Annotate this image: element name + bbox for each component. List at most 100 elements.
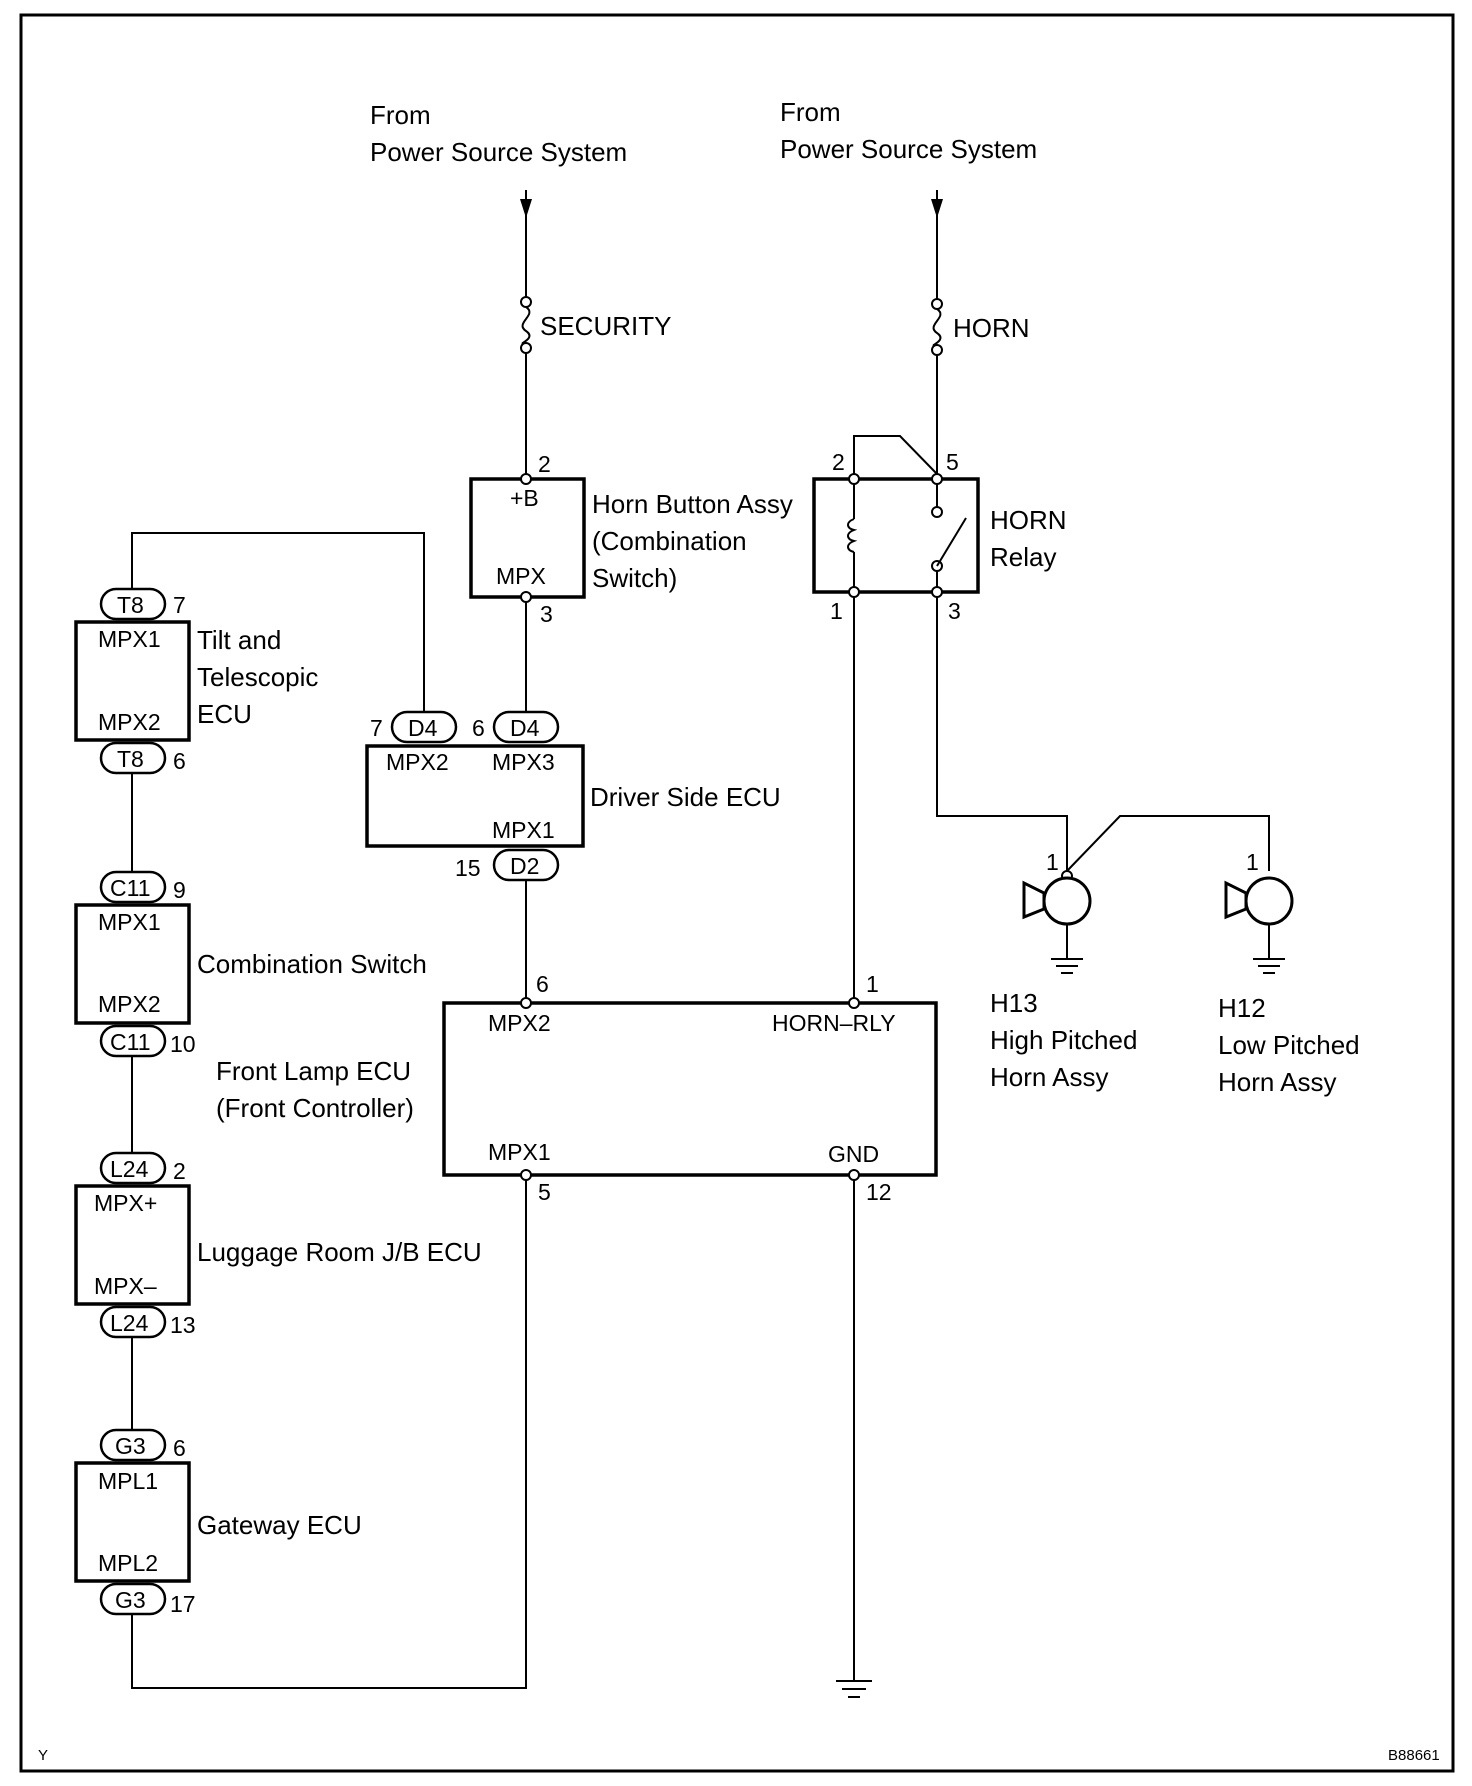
source-left-line1: From [370, 100, 431, 130]
low-pitched-horn: 1 H12 Low Pitched Horn Assy [1218, 849, 1360, 1097]
component-label: Horn Assy [990, 1062, 1109, 1092]
terminal-label: GND [828, 1141, 879, 1167]
component-label: High Pitched [990, 1025, 1137, 1055]
tilt-telescopic-ecu: T8 7 MPX1 MPX2 Tilt and Telescopic ECU T… [74, 587, 318, 775]
pin-label: 6 [173, 1435, 186, 1461]
connector-tag: D4 [408, 715, 438, 741]
component-label: (Combination [592, 526, 747, 556]
ground-icon [1253, 958, 1285, 974]
component-code: H13 [990, 988, 1038, 1018]
component-label: Horn Button Assy [592, 489, 793, 519]
source-right-line1: From [780, 97, 841, 127]
pin-label: 17 [170, 1591, 196, 1617]
ground-icon [836, 1680, 872, 1698]
connector-tag: C11 [110, 875, 151, 901]
connector-tag: L24 [110, 1156, 149, 1182]
component-label: Relay [990, 542, 1056, 572]
component-code: H12 [1218, 993, 1266, 1023]
power-source-right: From Power Source System [780, 97, 1037, 218]
horn-relay: 2 5 1 3 HORN Relay [812, 435, 1067, 624]
component-label: Telescopic [197, 662, 318, 692]
relay-coil-icon [847, 518, 858, 553]
terminal-label: MPX– [94, 1273, 157, 1299]
pin-label: 10 [170, 1031, 196, 1057]
component-label: ECU [197, 699, 252, 729]
source-left-line2: Power Source System [370, 137, 627, 167]
gateway-ecu: G3 6 MPL1 MPL2 Gateway ECU G3 17 [74, 1428, 362, 1617]
combination-switch: C11 9 MPX1 MPX2 Combination Switch C11 1… [74, 870, 427, 1058]
pin-label: 1 [1246, 849, 1259, 875]
pin-label: 6 [173, 748, 186, 774]
connector-tag: L24 [110, 1310, 149, 1336]
terminal-label: MPX1 [98, 909, 161, 935]
terminal-label: MPX2 [488, 1010, 551, 1036]
terminal-label: MPX1 [492, 817, 555, 843]
front-lamp-ecu: 6 1 5 12 MPX2 HORN–RLY MPX1 GND Front La… [216, 971, 938, 1205]
pin-label: 3 [948, 598, 961, 624]
component-label: Low Pitched [1218, 1030, 1360, 1060]
connector-tag: D2 [510, 853, 539, 879]
terminal-label: MPL2 [98, 1550, 158, 1576]
pin-label: 9 [173, 877, 186, 903]
pin-label: 15 [455, 855, 481, 881]
footer-left-code: Y [38, 1747, 48, 1764]
terminal-label: MPX1 [488, 1139, 551, 1165]
fuse-horn-label: HORN [953, 313, 1030, 343]
connector-tag: D4 [510, 715, 540, 741]
pin-label: 5 [538, 1179, 551, 1205]
terminal-label: MPX+ [94, 1190, 157, 1216]
connector-tag: G3 [115, 1587, 146, 1613]
driver-side-ecu: D4 7 D4 6 MPX2 MPX3 MPX1 Driver Side ECU… [365, 710, 781, 882]
power-source-left: From Power Source System [370, 100, 627, 218]
diagram-frame [19, 13, 1455, 1773]
component-label: Switch) [592, 563, 677, 593]
component-label: (Front Controller) [216, 1093, 414, 1123]
pin-label: 7 [173, 592, 186, 618]
connector-tag: C11 [110, 1029, 151, 1055]
pin-label: 3 [540, 601, 553, 627]
component-label: Front Lamp ECU [216, 1056, 411, 1086]
ground-icon [1051, 958, 1083, 974]
pin-label: 2 [538, 451, 551, 477]
fuse-horn: HORN [931, 298, 1030, 356]
footer-right-code: B88661 [1388, 1747, 1440, 1764]
horn-icon [1244, 876, 1294, 926]
horn-icon [1042, 876, 1092, 926]
luggage-room-jb-ecu: L24 2 MPX+ MPX– Luggage Room J/B ECU L24… [74, 1151, 482, 1339]
component-label: Combination Switch [197, 949, 427, 979]
component-label: Horn Assy [1218, 1067, 1337, 1097]
fuse-security: SECURITY [520, 296, 671, 354]
connector-tag: T8 [117, 746, 144, 772]
terminal-label: MPL1 [98, 1468, 158, 1494]
component-label: Driver Side ECU [590, 782, 781, 812]
horn-button-assy: 2 3 +B MPX Horn Button Assy (Combination… [469, 451, 793, 627]
pin-label: 1 [866, 971, 879, 997]
terminal-label: HORN–RLY [772, 1010, 896, 1036]
pin-label: 12 [866, 1179, 892, 1205]
pin-label: 5 [946, 449, 959, 475]
terminal-label: MPX [496, 563, 546, 589]
source-right-line2: Power Source System [780, 134, 1037, 164]
pin-label: 2 [832, 449, 845, 475]
pin-label: 13 [170, 1312, 196, 1338]
pin-label: 1 [1046, 849, 1059, 875]
terminal-label: MPX3 [492, 749, 555, 775]
component-label: Gateway ECU [197, 1510, 362, 1540]
pin-label: 6 [536, 971, 549, 997]
relay-switch-icon [936, 517, 967, 567]
pin-label: 6 [472, 715, 485, 741]
terminal-label: MPX2 [98, 709, 161, 735]
pin-label: 2 [173, 1158, 186, 1184]
fuse-security-label: SECURITY [540, 311, 671, 341]
terminal-label: MPX2 [386, 749, 449, 775]
high-pitched-horn: 1 H13 High Pitched Horn Assy [990, 849, 1137, 1092]
component-label: HORN [990, 505, 1067, 535]
terminal-label: +B [510, 485, 539, 511]
pin-label: 1 [830, 598, 843, 624]
connector-tag: T8 [117, 592, 144, 618]
connector-tag: G3 [115, 1433, 146, 1459]
pin-label: 7 [370, 715, 383, 741]
terminal-label: MPX2 [98, 991, 161, 1017]
terminal-label: MPX1 [98, 626, 161, 652]
